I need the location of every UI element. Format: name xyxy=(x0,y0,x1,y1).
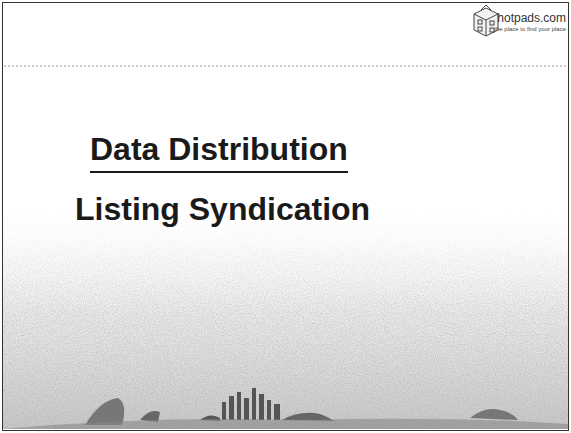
logo-tagline: the place to find your place xyxy=(494,26,566,33)
slide-subtitle: Listing Syndication xyxy=(75,190,370,228)
slide-title: Data Distribution xyxy=(90,130,348,173)
logo-text: hotpads.com xyxy=(497,11,566,25)
